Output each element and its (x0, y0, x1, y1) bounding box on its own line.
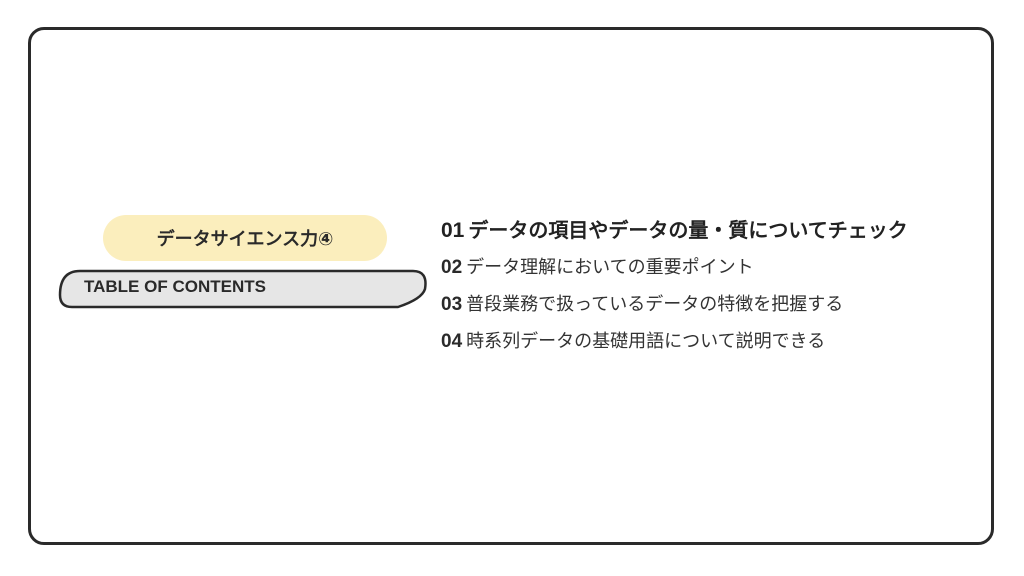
toc-item-text: データの項目やデータの量・質についてチェック (468, 218, 908, 242)
toc-list: 01 データの項目やデータの量・質についてチェック 02 データ理解においての重… (441, 212, 991, 360)
toc-item-number: 03 (441, 294, 463, 315)
toc-item-04[interactable]: 04 時系列データの基礎用語について説明できる (441, 323, 991, 360)
toc-bar-shape (58, 269, 427, 309)
toc-item-01[interactable]: 01 データの項目やデータの量・質についてチェック (441, 212, 991, 249)
toc-item-number: 02 (441, 257, 463, 278)
toc-item-text: 普段業務で扱っているデータの特徴を把握する (466, 294, 844, 315)
toc-item-03[interactable]: 03 普段業務で扱っているデータの特徴を把握する (441, 286, 991, 323)
toc-item-text: 時系列データの基礎用語について説明できる (466, 331, 826, 352)
toc-item-number: 01 (441, 219, 465, 242)
toc-item-02[interactable]: 02 データ理解においての重要ポイント (441, 249, 991, 286)
toc-item-number: 04 (441, 331, 463, 352)
toc-label: TABLE OF CONTENTS (84, 277, 266, 296)
toc-item-text: データ理解においての重要ポイント (466, 257, 754, 278)
title-text: データサイエンス力④ (156, 229, 334, 250)
toc-header-bar: TABLE OF CONTENTS (58, 269, 430, 311)
title-badge: データサイエンス力④ (103, 215, 387, 261)
